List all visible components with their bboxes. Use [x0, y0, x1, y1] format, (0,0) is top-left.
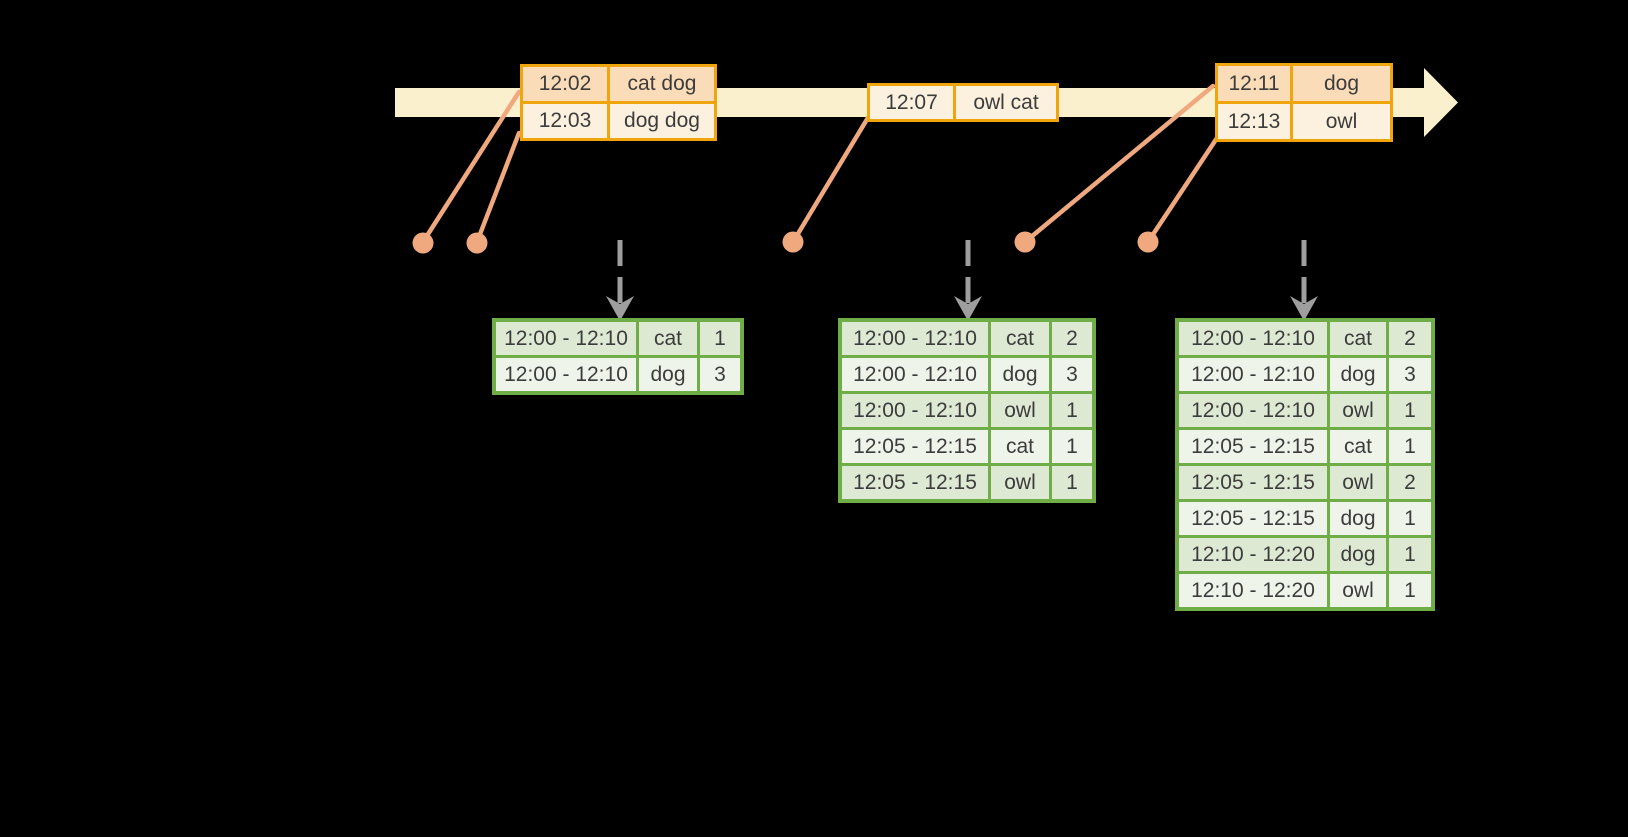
result-word-cell: dog: [1330, 358, 1386, 391]
event-words-cell: owl: [1293, 104, 1390, 139]
result-word-cell: owl: [1330, 574, 1386, 607]
event-row: 12:13 owl: [1218, 104, 1390, 139]
result-table-1: 12:00 - 12:10 cat 1 12:00 - 12:10 dog 3: [492, 318, 744, 395]
result-window-cell: 12:00 - 12:10: [842, 322, 988, 355]
result-count-cell: 1: [1389, 574, 1431, 607]
result-window-cell: 12:00 - 12:10: [1179, 394, 1327, 427]
result-row: 12:00 - 12:10 dog 3: [1179, 358, 1431, 391]
result-count-cell: 1: [1389, 394, 1431, 427]
result-row: 12:05 - 12:15 cat 1: [1179, 430, 1431, 463]
result-row: 12:10 - 12:20 owl 1: [1179, 574, 1431, 607]
result-word-cell: cat: [639, 322, 697, 355]
result-count-cell: 2: [1389, 466, 1431, 499]
event-dot: [782, 231, 804, 253]
event-connector-line: [1022, 83, 1216, 245]
result-row: 12:00 - 12:10 cat 2: [842, 322, 1092, 355]
result-table-2: 12:00 - 12:10 cat 2 12:00 - 12:10 dog 3 …: [838, 318, 1096, 503]
event-time-cell: 12:03: [523, 104, 607, 138]
trigger-arrow-icon: [954, 240, 982, 321]
result-row: 12:00 - 12:10 owl 1: [1179, 394, 1431, 427]
event-connector-line: [420, 89, 522, 245]
event-row: 12:07 owl cat: [870, 86, 1056, 119]
event-connector-line: [790, 113, 872, 245]
result-word-cell: owl: [991, 394, 1049, 427]
result-window-cell: 12:00 - 12:10: [496, 322, 636, 355]
result-count-cell: 1: [1389, 502, 1431, 535]
result-window-cell: 12:05 - 12:15: [1179, 502, 1327, 535]
event-dot: [466, 232, 488, 254]
result-row: 12:00 - 12:10 cat 2: [1179, 322, 1431, 355]
event-time-cell: 12:07: [870, 86, 953, 119]
event-table-1: 12:02 cat dog 12:03 dog dog: [520, 64, 717, 141]
event-words-cell: dog: [1293, 66, 1390, 101]
result-row: 12:05 - 12:15 cat 1: [842, 430, 1092, 463]
result-word-cell: dog: [639, 358, 697, 391]
result-row: 12:00 - 12:10 owl 1: [842, 394, 1092, 427]
result-row: 12:00 - 12:10 cat 1: [496, 322, 740, 355]
result-window-cell: 12:05 - 12:15: [842, 466, 988, 499]
event-time-cell: 12:11: [1218, 66, 1290, 101]
result-word-cell: dog: [1330, 502, 1386, 535]
event-words-cell: cat dog: [610, 67, 714, 101]
event-words-cell: dog dog: [610, 104, 714, 138]
result-word-cell: cat: [1330, 430, 1386, 463]
event-dot: [1014, 231, 1036, 253]
result-row: 12:10 - 12:20 dog 1: [1179, 538, 1431, 571]
event-connector-line: [1145, 135, 1220, 245]
event-row: 12:02 cat dog: [523, 67, 714, 101]
result-window-cell: 12:00 - 12:10: [1179, 322, 1327, 355]
result-window-cell: 12:05 - 12:15: [842, 430, 988, 463]
result-count-cell: 1: [1052, 430, 1092, 463]
result-word-cell: cat: [991, 322, 1049, 355]
result-word-cell: cat: [1330, 322, 1386, 355]
result-count-cell: 1: [1052, 394, 1092, 427]
result-window-cell: 12:05 - 12:15: [1179, 430, 1327, 463]
result-count-cell: 1: [700, 322, 740, 355]
event-time-cell: 12:02: [523, 67, 607, 101]
result-count-cell: 1: [1052, 466, 1092, 499]
result-row: 12:00 - 12:10 dog 3: [842, 358, 1092, 391]
event-row: 12:03 dog dog: [523, 104, 714, 138]
result-row: 12:05 - 12:15 owl 1: [842, 466, 1092, 499]
result-table-3: 12:00 - 12:10 cat 2 12:00 - 12:10 dog 3 …: [1175, 318, 1435, 611]
result-word-cell: dog: [991, 358, 1049, 391]
result-count-cell: 1: [1389, 538, 1431, 571]
result-window-cell: 12:00 - 12:10: [496, 358, 636, 391]
result-word-cell: cat: [991, 430, 1049, 463]
result-count-cell: 3: [1052, 358, 1092, 391]
result-window-cell: 12:10 - 12:20: [1179, 574, 1327, 607]
result-window-cell: 12:10 - 12:20: [1179, 538, 1327, 571]
result-count-cell: 1: [1389, 430, 1431, 463]
timeline-arrowhead-icon: [1424, 68, 1458, 137]
event-time-cell: 12:13: [1218, 104, 1290, 139]
event-dot: [1137, 231, 1159, 253]
result-word-cell: dog: [1330, 538, 1386, 571]
result-row: 12:05 - 12:15 owl 2: [1179, 466, 1431, 499]
result-window-cell: 12:00 - 12:10: [842, 358, 988, 391]
event-connector-line: [474, 130, 522, 245]
result-window-cell: 12:05 - 12:15: [1179, 466, 1327, 499]
result-row: 12:05 - 12:15 dog 1: [1179, 502, 1431, 535]
result-count-cell: 2: [1052, 322, 1092, 355]
result-count-cell: 3: [700, 358, 740, 391]
result-row: 12:00 - 12:10 dog 3: [496, 358, 740, 391]
event-table-2: 12:07 owl cat: [867, 83, 1059, 122]
trigger-arrow-icon: [1290, 240, 1318, 321]
result-window-cell: 12:00 - 12:10: [1179, 358, 1327, 391]
result-word-cell: owl: [1330, 466, 1386, 499]
result-count-cell: 2: [1389, 322, 1431, 355]
result-window-cell: 12:00 - 12:10: [842, 394, 988, 427]
trigger-arrow-icon: [606, 240, 634, 321]
event-dot: [412, 232, 434, 254]
event-table-3: 12:11 dog 12:13 owl: [1215, 63, 1393, 142]
result-count-cell: 3: [1389, 358, 1431, 391]
event-row: 12:11 dog: [1218, 66, 1390, 101]
result-word-cell: owl: [991, 466, 1049, 499]
event-words-cell: owl cat: [956, 86, 1056, 119]
result-word-cell: owl: [1330, 394, 1386, 427]
